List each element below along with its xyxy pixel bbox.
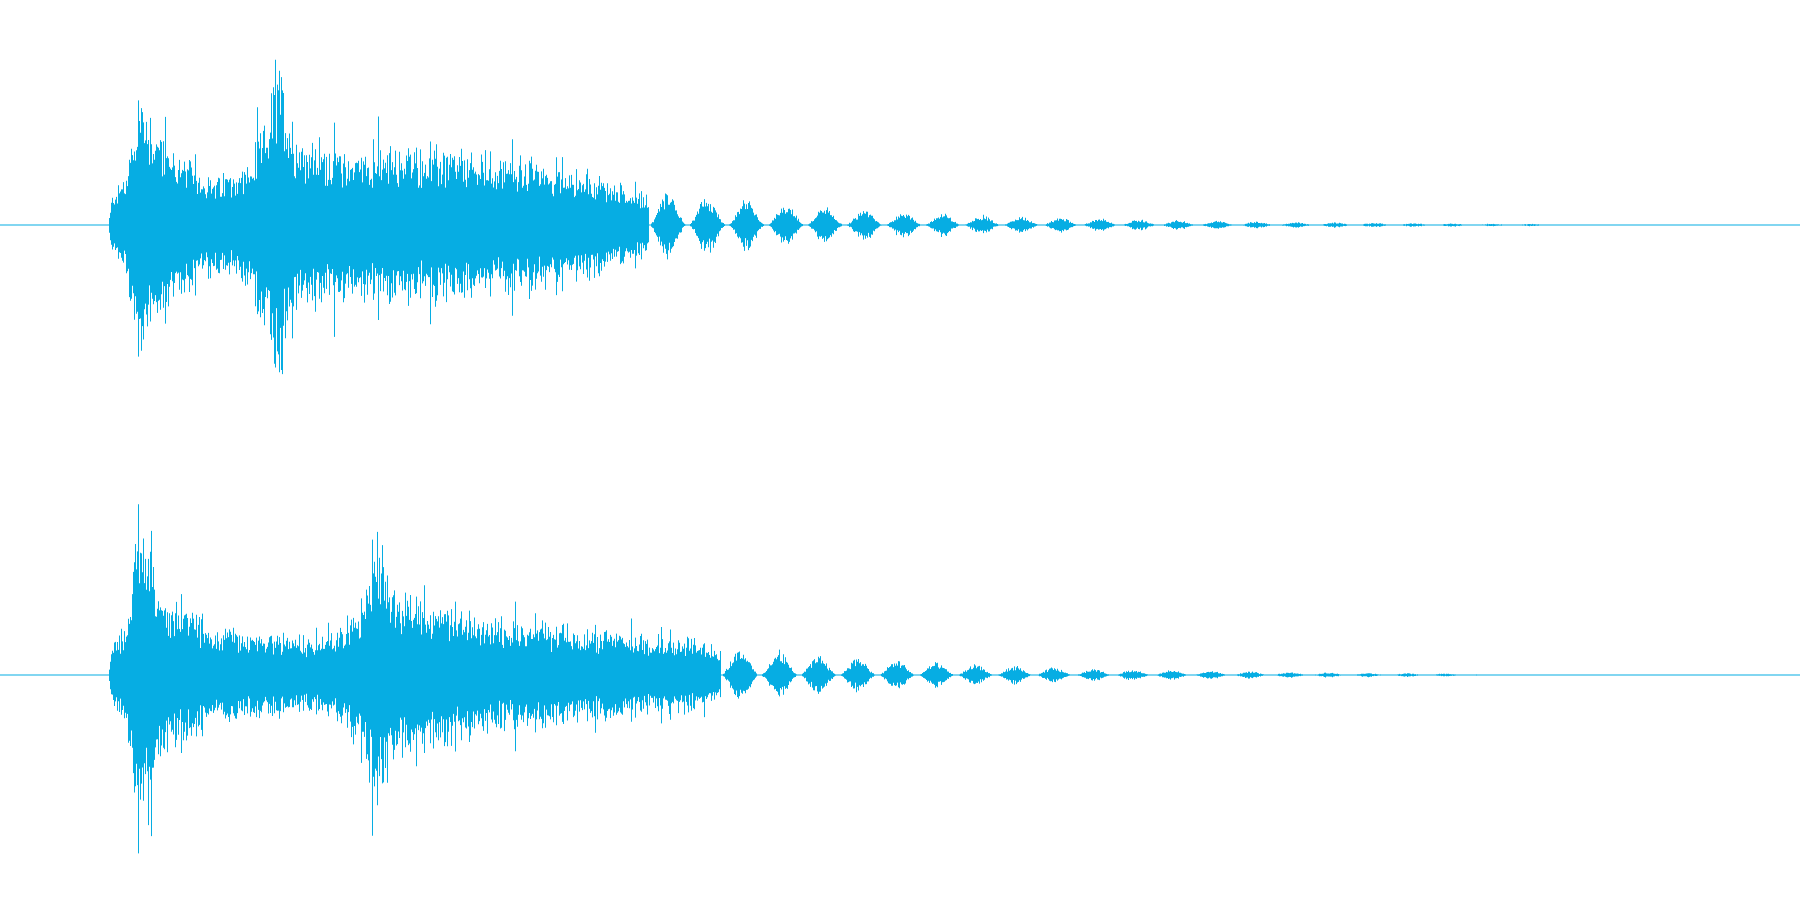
waveform-signal [109, 504, 1477, 854]
waveform-signal [109, 59, 1544, 375]
waveform-channel-2 [0, 504, 1800, 854]
waveform-channel-1 [0, 59, 1800, 375]
